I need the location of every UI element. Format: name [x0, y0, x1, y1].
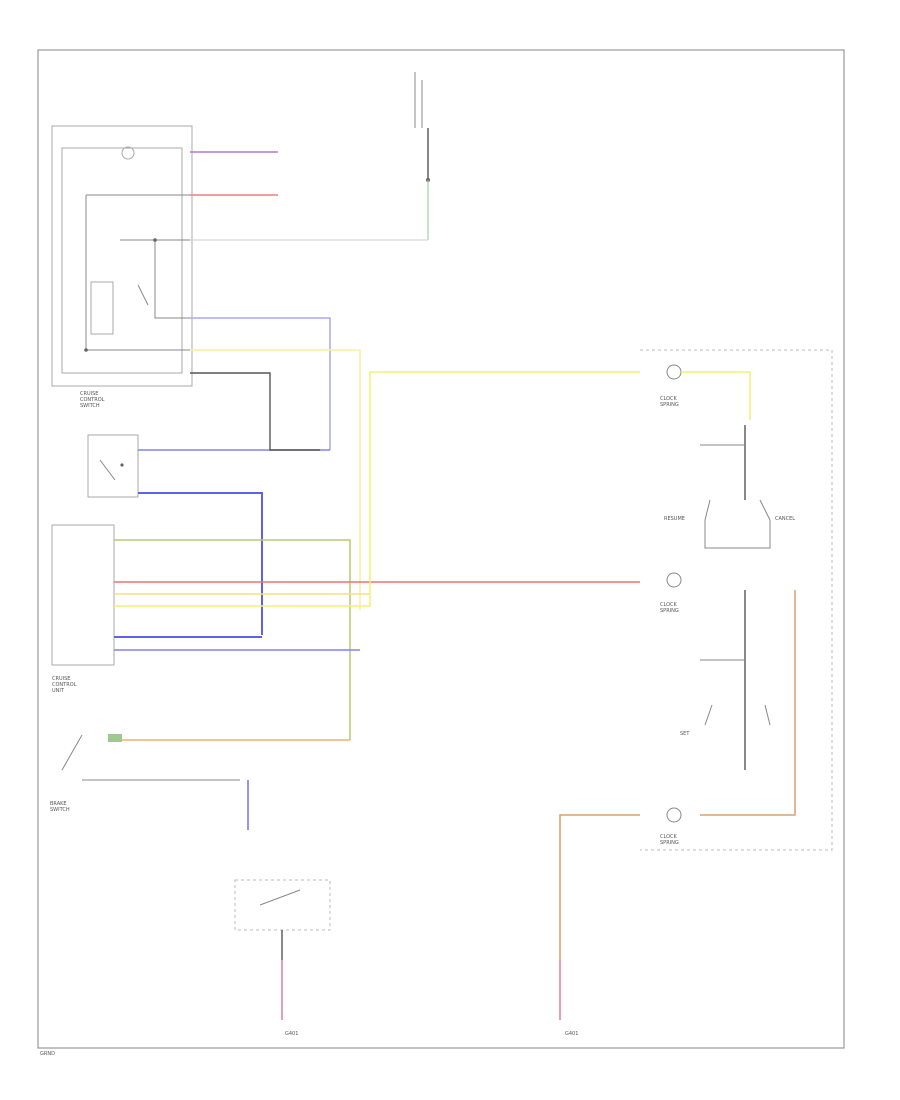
wire-tan-right	[700, 590, 796, 816]
fuse-box-connector	[414, 72, 430, 182]
cruise-control-switch	[51, 125, 193, 387]
cruise-control-unit	[51, 524, 115, 666]
footer-grnd-label: GRND	[40, 1051, 55, 1057]
steering-switch-box	[640, 349, 833, 851]
wire-yellow-1	[190, 349, 361, 610]
wire-black-ground	[190, 372, 271, 435]
left-ground-label: G401	[285, 1031, 298, 1037]
clock-spring-2-icon	[666, 572, 682, 588]
wire-blue-1	[190, 317, 331, 450]
splice-ground	[269, 435, 320, 451]
brake-switch	[61, 734, 240, 781]
right-ground-label: G401	[565, 1031, 578, 1037]
set-switch-group	[700, 590, 771, 770]
main-switch-group	[700, 425, 771, 549]
wire-tan-left	[559, 814, 640, 960]
relay	[87, 434, 139, 498]
clock-spring-1-icon	[666, 364, 682, 380]
cancel-label: CANCEL	[775, 516, 795, 522]
wire-yellow-main	[114, 371, 640, 607]
diagram-frame	[37, 49, 845, 1049]
wire-yellow-right	[681, 371, 751, 420]
resume-label: RESUME	[664, 516, 685, 522]
wire-green-yellow	[114, 539, 351, 740]
clock-spring-3-icon	[666, 807, 682, 823]
set-label: SET	[680, 731, 690, 737]
stop-light-switch	[234, 879, 331, 960]
wire-blue-3	[138, 492, 263, 635]
